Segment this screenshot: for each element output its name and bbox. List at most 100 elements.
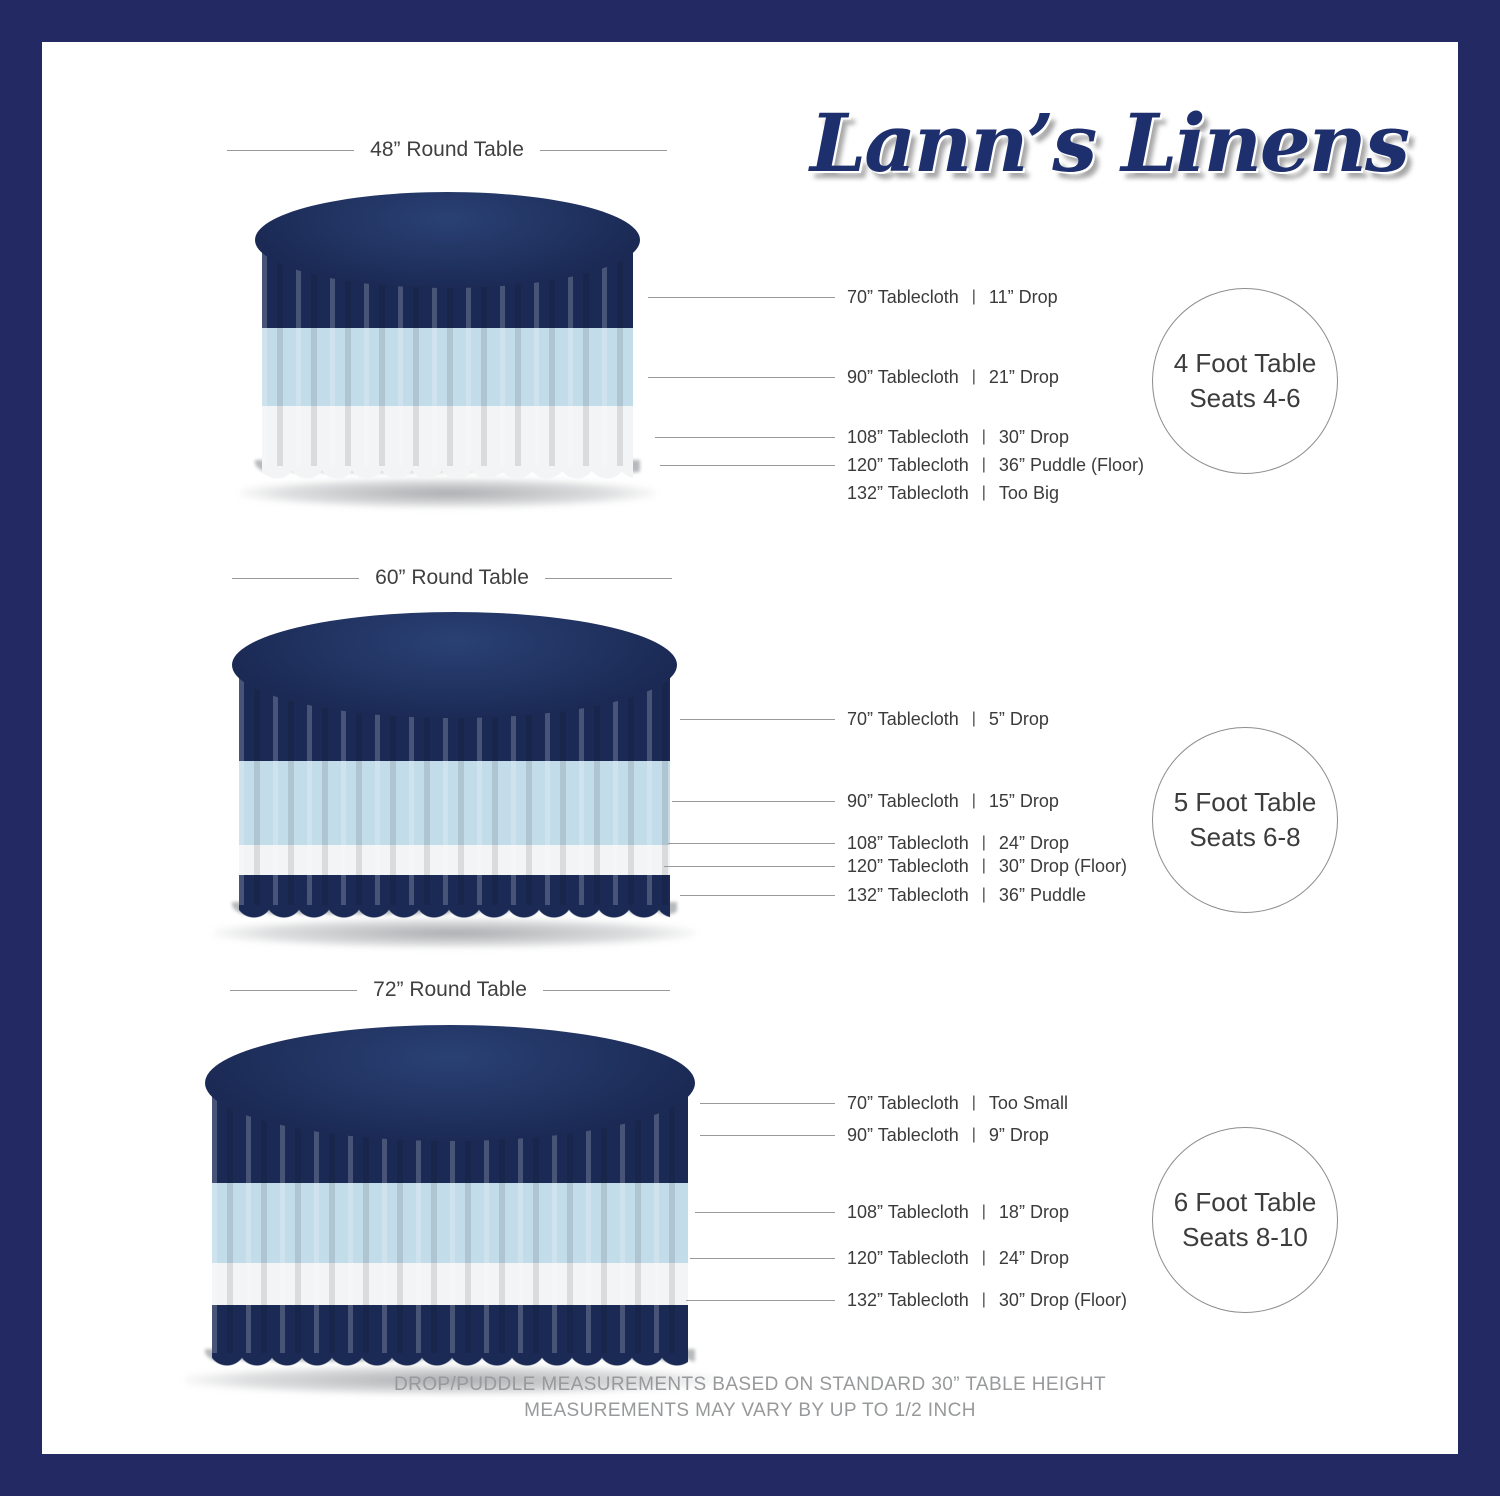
callout-108in: 108” Tablecloth | 18” Drop xyxy=(695,1202,1069,1222)
cloth-size: 108” Tablecloth xyxy=(847,1201,969,1222)
cloth-fit: 30” Drop (Floor) xyxy=(998,1289,1127,1310)
leader-line xyxy=(660,464,835,466)
table-title: 60” Round Table xyxy=(375,566,529,589)
divider: | xyxy=(971,792,976,809)
callout-70in: 70” Tablecloth | Too Small xyxy=(700,1093,1068,1113)
cloth-fit: 24” Drop xyxy=(998,832,1069,853)
cloth-band-white xyxy=(262,406,633,466)
cloth-hem-scallop xyxy=(212,1353,688,1371)
callout-132in: 132” Tablecloth | 36” Puddle xyxy=(680,885,1086,905)
callout-90in: 90” Tablecloth | 15” Drop xyxy=(672,791,1059,811)
cloth-size: 132” Tablecloth xyxy=(847,884,969,905)
divider: | xyxy=(981,857,986,874)
cloth-band-lightblue xyxy=(239,761,670,845)
cloth-size: 108” Tablecloth xyxy=(847,426,969,447)
cloth-fit: 15” Drop xyxy=(988,790,1059,811)
leader-line xyxy=(672,800,835,802)
table-illustration-48 xyxy=(239,192,656,527)
callout-120in: 120” Tablecloth | 30” Drop (Floor) xyxy=(664,856,1127,876)
cloth-size: 108” Tablecloth xyxy=(847,832,969,853)
cloth-size: 132” Tablecloth xyxy=(847,482,969,503)
leader-line xyxy=(680,894,835,896)
title-line xyxy=(232,577,360,579)
divider: | xyxy=(981,456,986,473)
cloth-fit: 18” Drop xyxy=(998,1201,1069,1222)
floor-shadow xyxy=(214,918,695,948)
table-title-row: 60” Round Table xyxy=(232,566,673,590)
callout-120in: 120” Tablecloth | 24” Drop xyxy=(690,1248,1069,1268)
seats-circle-4ft: 4 Foot Table Seats 4-6 xyxy=(1152,288,1338,474)
callout-132in: 132” Tablecloth | Too Big xyxy=(835,483,1059,503)
leader-line xyxy=(700,1102,835,1104)
tabletop-ellipse xyxy=(205,1025,695,1141)
leader-line xyxy=(686,1299,835,1301)
cloth-band-lightblue xyxy=(262,328,633,406)
tabletop-ellipse xyxy=(255,192,640,288)
table-illustration-60 xyxy=(214,612,695,967)
cloth-fit: 36” Puddle xyxy=(998,884,1086,905)
divider: | xyxy=(971,710,976,727)
seats-line1: 4 Foot Table xyxy=(1173,347,1317,378)
cloth-fit: 36” Puddle (Floor) xyxy=(998,454,1144,475)
seats-line2: Seats 6-8 xyxy=(1189,822,1301,852)
cloth-size: 70” Tablecloth xyxy=(847,708,959,729)
cloth-fit: Too Big xyxy=(998,482,1059,503)
title-line xyxy=(542,989,671,991)
callout-120in: 120” Tablecloth | 36” Puddle (Floor) xyxy=(660,455,1144,475)
callout-90in: 90” Tablecloth | 9” Drop xyxy=(700,1125,1049,1145)
cloth-fit: 24” Drop xyxy=(998,1247,1069,1268)
divider: | xyxy=(981,834,986,851)
callout-108in: 108” Tablecloth | 24” Drop xyxy=(668,833,1069,853)
cloth-band-lightblue xyxy=(212,1183,688,1263)
callout-132in: 132” Tablecloth | 30” Drop (Floor) xyxy=(686,1290,1127,1310)
footer-line1: DROP/PUDDLE MEASUREMENTS BASED ON STANDA… xyxy=(394,1374,1106,1395)
divider: | xyxy=(981,886,986,903)
title-line xyxy=(544,577,673,579)
title-line xyxy=(227,149,355,151)
cloth-band-white xyxy=(239,845,670,875)
divider: | xyxy=(981,1203,986,1220)
cloth-band-navy-bottom xyxy=(212,1305,688,1353)
brand-logo: Lann’s Linens xyxy=(809,96,1410,190)
callout-90in: 90” Tablecloth | 21” Drop xyxy=(648,367,1059,387)
leader-line xyxy=(690,1257,835,1259)
title-line xyxy=(230,989,358,991)
leader-line xyxy=(680,718,835,720)
callout-70in: 70” Tablecloth | 5” Drop xyxy=(680,709,1049,729)
leader-line xyxy=(695,1211,835,1213)
leader-line xyxy=(668,842,835,844)
cloth-size: 120” Tablecloth xyxy=(847,454,969,475)
footer-line2: MEASUREMENTS MAY VARY BY UP TO 1/2 INCH xyxy=(524,1400,976,1421)
divider: | xyxy=(971,288,976,305)
seats-line2: Seats 8-10 xyxy=(1182,1222,1308,1252)
leader-line xyxy=(700,1134,835,1136)
cloth-fit: 30” Drop xyxy=(998,426,1069,447)
cloth-fit: 5” Drop xyxy=(988,708,1049,729)
cloth-fit: 9” Drop xyxy=(988,1124,1049,1145)
cloth-size: 70” Tablecloth xyxy=(847,286,959,307)
cloth-hem-scallop xyxy=(262,466,633,484)
leader-line xyxy=(648,376,835,378)
cloth-size: 132” Tablecloth xyxy=(847,1289,969,1310)
cloth-fit: Too Small xyxy=(988,1092,1068,1113)
divider: | xyxy=(981,1291,986,1308)
cloth-size: 70” Tablecloth xyxy=(847,1092,959,1113)
cloth-band-white xyxy=(212,1263,688,1305)
divider: | xyxy=(971,1094,976,1111)
callout-70in: 70” Tablecloth | 11” Drop xyxy=(648,287,1058,307)
divider: | xyxy=(971,1126,976,1143)
divider: | xyxy=(981,484,986,501)
footer-note: DROP/PUDDLE MEASUREMENTS BASED ON STANDA… xyxy=(0,1372,1500,1424)
divider: | xyxy=(981,428,986,445)
seats-circle-5ft: 5 Foot Table Seats 6-8 xyxy=(1152,727,1338,913)
seats-line1: 6 Foot Table xyxy=(1173,1186,1317,1217)
cloth-fit: 30” Drop (Floor) xyxy=(998,855,1127,876)
seats-line2: Seats 4-6 xyxy=(1189,383,1301,413)
leader-line xyxy=(648,296,835,298)
table-title: 72” Round Table xyxy=(373,978,527,1001)
cloth-fit: 21” Drop xyxy=(988,366,1059,387)
table-title: 48” Round Table xyxy=(370,138,524,161)
cloth-size: 90” Tablecloth xyxy=(847,1124,959,1145)
tabletop-ellipse xyxy=(232,612,677,718)
